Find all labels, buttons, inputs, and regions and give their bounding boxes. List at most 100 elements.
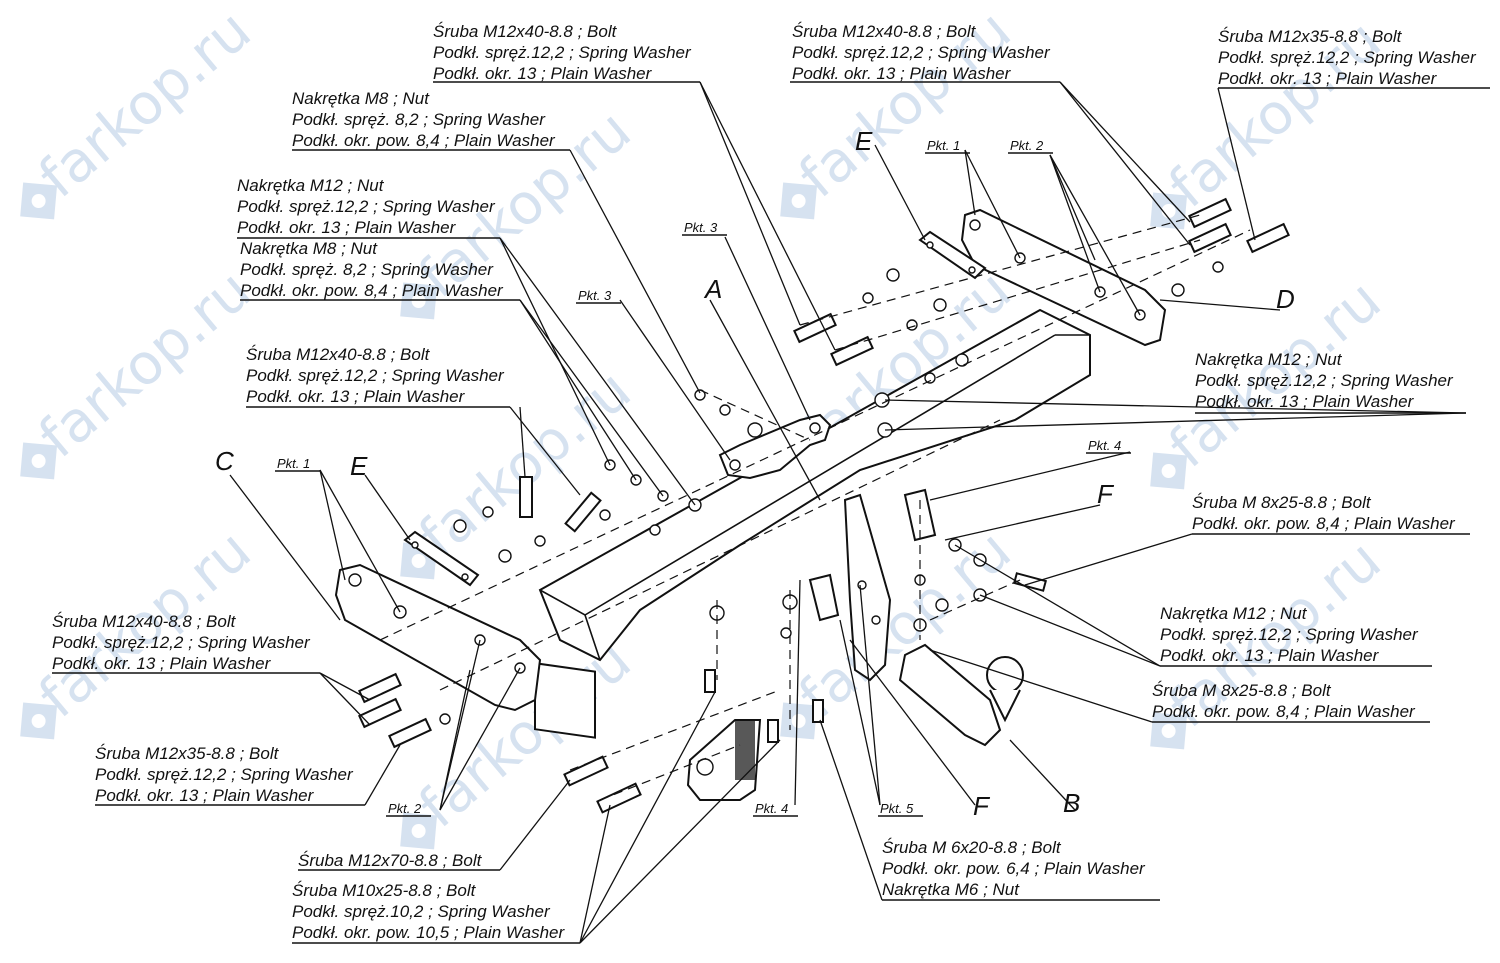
callout-line: Podkł. okr. pow. 8,4 ; Plain Washer bbox=[1192, 514, 1456, 533]
callout-line: Podkł. okr. 13 ; Plain Washer bbox=[1195, 392, 1415, 411]
car-badge-icon bbox=[780, 182, 818, 220]
callout-line: Nakrętka M8 ; Nut bbox=[240, 239, 378, 258]
callout-nut-m12-left: Nakrętka M12 ; Nut Podkł. spręż.12,2 ; S… bbox=[237, 176, 496, 237]
car-badge-icon bbox=[20, 702, 58, 740]
left-bracket-part bbox=[334, 563, 542, 712]
point-tag: Pkt. 3 bbox=[682, 220, 727, 236]
callout-bolt-m12x70: Śruba M12x70-8.8 ; Bolt bbox=[298, 851, 483, 870]
callout-line: Nakrętka M12 ; Nut bbox=[1195, 350, 1343, 369]
callout-line: Podkł. okr. 13 ; Plain Washer bbox=[246, 387, 466, 406]
part-letter-e: E bbox=[855, 126, 873, 156]
socket-plate-part bbox=[686, 719, 762, 801]
point-tags: Pkt. 1 Pkt. 2 Pkt. 3 Pkt. 3 Pkt. 1 Pkt. … bbox=[275, 138, 1131, 817]
watermark-text: farkop.ru bbox=[27, 0, 263, 211]
part-letter-d: D bbox=[1276, 284, 1295, 314]
leader-lines bbox=[52, 81, 1490, 944]
callout-nut-m8-lower: Nakrętka M8 ; Nut Podkł. spręż. 8,2 ; Sp… bbox=[240, 239, 504, 300]
callout-line: Podkł. okr. 13 ; Plain Washer bbox=[95, 786, 315, 805]
watermark-layer: farkop.ru farkop.ru farkop.ru farkop.ru … bbox=[20, 0, 1393, 850]
callout-bolt-far-right: Śruba M12x35-8.8 ; Bolt Podkł. spręż.12,… bbox=[1218, 27, 1477, 88]
crossbar-part bbox=[534, 308, 1091, 739]
callout-bolt-m8-right-upper: Śruba M 8x25-8.8 ; Bolt Podkł. okr. pow.… bbox=[1192, 493, 1456, 533]
callout-line: Podkł. okr. pow. 8,4 ; Plain Washer bbox=[240, 281, 504, 300]
callout-line: Nakrętka M6 ; Nut bbox=[882, 880, 1020, 899]
part-letter-f: F bbox=[973, 791, 991, 821]
callout-bolt-m10x25: Śruba M10x25-8.8 ; Bolt Podkł. spręż.10,… bbox=[292, 881, 565, 942]
part-letter-e: E bbox=[350, 451, 368, 481]
svg-text:Pkt. 3: Pkt. 3 bbox=[578, 288, 612, 303]
callout-line: Podkł. okr. 13 ; Plain Washer bbox=[237, 218, 457, 237]
part-letter-a: A bbox=[703, 274, 722, 304]
callout-line: Podkł. spręż.12,2 ; Spring Washer bbox=[237, 197, 496, 216]
callout-line: Śruba M10x25-8.8 ; Bolt bbox=[292, 881, 477, 900]
callout-line: Nakrętka M8 ; Nut bbox=[292, 89, 430, 108]
callout-line: Śruba M12x40-8.8 ; Bolt bbox=[246, 345, 431, 364]
callout-bolt-m8-right-lower: Śruba M 8x25-8.8 ; Bolt Podkł. okr. pow.… bbox=[1152, 681, 1416, 721]
car-badge-icon bbox=[20, 442, 58, 480]
callout-line: Podkł. okr. 13 ; Plain Washer bbox=[792, 64, 1012, 83]
callout-line: Podkł. okr. pow. 10,5 ; Plain Washer bbox=[292, 923, 565, 942]
callout-line: Podkł. spręż.12,2 ; Spring Washer bbox=[1160, 625, 1419, 644]
assembly-axes bbox=[379, 214, 1251, 801]
callout-bolt-m12x35-lower-left: Śruba M12x35-8.8 ; Bolt Podkł. spręż.12,… bbox=[95, 744, 354, 805]
right-plate-part bbox=[918, 230, 987, 280]
part-letter-b: B bbox=[1063, 788, 1080, 818]
callout-bolt-top-center: Śruba M12x40-8.8 ; Bolt Podkł. spręż.12,… bbox=[433, 22, 692, 83]
callout-line: Śruba M 6x20-8.8 ; Bolt bbox=[882, 838, 1062, 857]
mounting-tab-part bbox=[718, 413, 832, 480]
svg-text:Pkt. 4: Pkt. 4 bbox=[755, 801, 788, 816]
callout-line: Śruba M 8x25-8.8 ; Bolt bbox=[1152, 681, 1332, 700]
callout-bolt-lower-left: Śruba M12x40-8.8 ; Bolt Podkł. spręż.12,… bbox=[52, 612, 311, 673]
point-tag: Pkt. 4 bbox=[1086, 438, 1131, 454]
callout-line: Śruba M12x35-8.8 ; Bolt bbox=[95, 744, 280, 763]
car-badge-icon bbox=[1150, 452, 1188, 490]
callout-line: Śruba M12x40-8.8 ; Bolt bbox=[52, 612, 237, 631]
callout-line: Podkł. spręż.12,2 ; Spring Washer bbox=[433, 43, 692, 62]
svg-text:Pkt. 5: Pkt. 5 bbox=[880, 801, 914, 816]
callout-line: Śruba M12x40-8.8 ; Bolt bbox=[792, 22, 977, 41]
bolt-group bbox=[358, 197, 1290, 814]
callout-line: Podkł. okr. 13 ; Plain Washer bbox=[52, 654, 272, 673]
callout-line: Podkł. okr. pow. 6,4 ; Plain Washer bbox=[882, 859, 1146, 878]
left-plate-part bbox=[403, 530, 480, 587]
part-letter-c: C bbox=[215, 446, 234, 476]
callout-line: Podkł. okr. 13 ; Plain Washer bbox=[1160, 646, 1380, 665]
callout-line: Śruba M12x40-8.8 ; Bolt bbox=[433, 22, 618, 41]
washer-nut-group bbox=[439, 261, 1224, 725]
point-tag: Pkt. 2 bbox=[1008, 138, 1053, 154]
callout-line: Podkł. okr. pow. 8,4 ; Plain Washer bbox=[292, 131, 556, 150]
svg-text:Pkt. 3: Pkt. 3 bbox=[684, 220, 718, 235]
callout-line: Nakrętka M12 ; Nut bbox=[1160, 604, 1308, 623]
callout-line: Podkł. spręż. 8,2 ; Spring Washer bbox=[240, 260, 494, 279]
callout-bolt-top-right: Śruba M12x40-8.8 ; Bolt Podkł. spręż.12,… bbox=[792, 22, 1051, 83]
svg-text:Pkt. 1: Pkt. 1 bbox=[927, 138, 960, 153]
point-tag: Pkt. 1 bbox=[275, 456, 320, 472]
callout-line: Podkł. spręż. 8,2 ; Spring Washer bbox=[292, 110, 546, 129]
point-tag: Pkt. 5 bbox=[878, 801, 923, 817]
callout-nut-m12-right-lower: Nakrętka M12 ; Nut Podkł. spręż.12,2 ; S… bbox=[1160, 604, 1419, 665]
callout-bolt-middle-left: Śruba M12x40-8.8 ; Bolt Podkł. spręż.12,… bbox=[246, 345, 505, 406]
callout-line: Podkł. spręż.10,2 ; Spring Washer bbox=[292, 902, 551, 921]
svg-text:Pkt. 2: Pkt. 2 bbox=[1010, 138, 1044, 153]
callout-line: Śruba M12x70-8.8 ; Bolt bbox=[298, 851, 483, 870]
callout-line: Podkł. okr. pow. 8,4 ; Plain Washer bbox=[1152, 702, 1416, 721]
callout-nut-m8-upper: Nakrętka M8 ; Nut Podkł. spręż. 8,2 ; Sp… bbox=[292, 89, 556, 150]
callout-line: Podkł. spręż.12,2 ; Spring Washer bbox=[95, 765, 354, 784]
point-tag: Pkt. 1 bbox=[925, 138, 970, 154]
callout-line: Podkł. okr. 13 ; Plain Washer bbox=[433, 64, 653, 83]
callout-labels: Śruba M12x40-8.8 ; Bolt Podkł. spręż.12,… bbox=[52, 22, 1477, 942]
svg-text:Pkt. 4: Pkt. 4 bbox=[1088, 438, 1121, 453]
car-badge-icon bbox=[400, 812, 438, 850]
svg-text:Pkt. 2: Pkt. 2 bbox=[388, 801, 422, 816]
callout-nut-m12-right-upper: Nakrętka M12 ; Nut Podkł. spręż.12,2 ; S… bbox=[1195, 350, 1454, 411]
callout-line: Śruba M 8x25-8.8 ; Bolt bbox=[1192, 493, 1372, 512]
callout-line: Podkł. okr. 13 ; Plain Washer bbox=[1218, 69, 1438, 88]
svg-text:Pkt. 1: Pkt. 1 bbox=[277, 456, 310, 471]
watermark-text: farkop.ru bbox=[27, 258, 263, 471]
callout-line: Podkł. spręż.12,2 ; Spring Washer bbox=[52, 633, 311, 652]
part-letters: A B C D E E F F bbox=[215, 126, 1295, 821]
callout-line: Śruba M12x35-8.8 ; Bolt bbox=[1218, 27, 1403, 46]
car-badge-icon bbox=[400, 282, 438, 320]
point-tag: Pkt. 3 bbox=[576, 288, 621, 304]
